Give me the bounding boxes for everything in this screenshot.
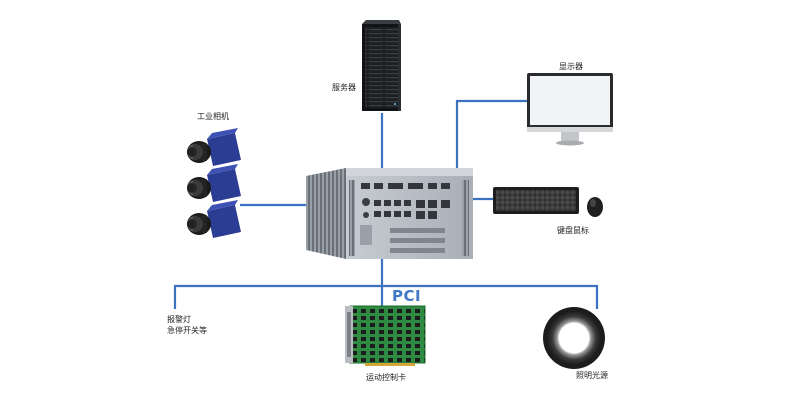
- keyboard-mouse-label: 键盘鼠标: [557, 226, 589, 235]
- mouse-icon: [587, 197, 603, 217]
- industrial-camera-icon: [187, 128, 241, 238]
- alarm-label-line2: 急停开关等: [167, 326, 207, 335]
- motion-control-card-icon: [345, 305, 426, 366]
- server-rack-icon: [362, 20, 401, 111]
- industrial-pc-icon: [306, 168, 473, 259]
- connector-lines: [173, 99, 599, 309]
- camera-2: [187, 164, 241, 202]
- monitor-label: 显示器: [559, 62, 583, 71]
- camera-1: [187, 128, 241, 166]
- line-monitor-to-pc: [455, 99, 527, 176]
- alarm-label-line1: 报警灯: [167, 315, 191, 324]
- keyboard-icon: [493, 187, 579, 214]
- line-pci-bus: [173, 284, 599, 309]
- camera-3: [187, 200, 241, 238]
- pci-bus-label: PCI: [392, 287, 422, 305]
- cameras-label: 工业相机: [197, 112, 229, 121]
- motion-card-label: 运动控制卡: [366, 373, 406, 382]
- ring-light-icon: [543, 307, 605, 369]
- server-label: 服务器: [332, 83, 356, 92]
- lighting-label: 照明光源: [576, 371, 608, 380]
- monitor-icon: [527, 73, 613, 146]
